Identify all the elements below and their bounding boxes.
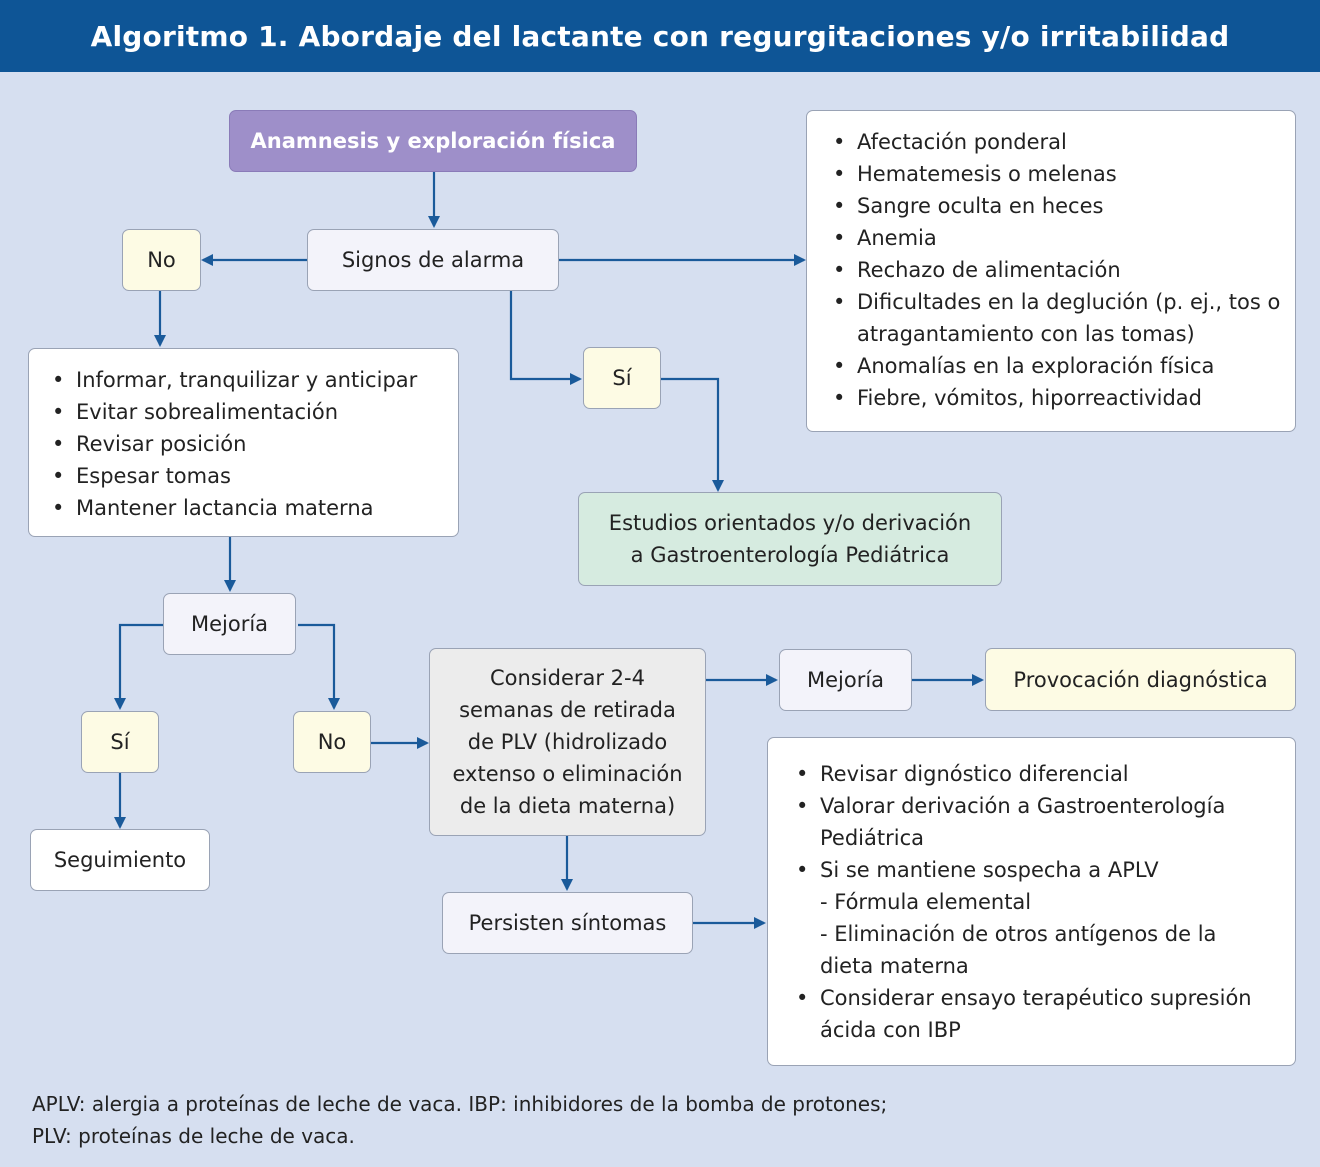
arrow-mejoria-no bbox=[298, 623, 340, 710]
measure-item: Espesar tomas bbox=[48, 460, 448, 492]
next-steps-list: Revisar dignóstico diferencial Valorar d… bbox=[792, 758, 1285, 1046]
next-step-item: Considerar ensayo terapéutico supresión bbox=[792, 982, 1285, 1014]
improvement-left-box: Mejoría bbox=[163, 593, 296, 655]
arrow-si-estudios bbox=[661, 377, 724, 492]
next-steps-box: Revisar dignóstico diferencial Valorar d… bbox=[767, 737, 1296, 1066]
studies-referral-box: Estudios orientados y/o derivación a Gas… bbox=[578, 492, 1002, 586]
no-top-label: No bbox=[147, 248, 176, 272]
measure-item: Evitar sobrealimentación bbox=[48, 396, 448, 428]
measure-item: Informar, tranquilizar y anticipar bbox=[48, 364, 448, 396]
footnote-line-1: APLV: alergia a proteínas de leche de va… bbox=[32, 1092, 888, 1116]
alarm-sign-item: Fiebre, vómitos, hiporreactividad bbox=[829, 382, 1283, 414]
diagnostic-challenge-label: Provocación diagnóstica bbox=[1013, 667, 1268, 692]
next-step-continuation: ácida con IBP bbox=[820, 1018, 961, 1042]
consider-line: de PLV (hidrolizado bbox=[467, 730, 668, 754]
next-step-subitem: - Eliminación de otros antígenos de la bbox=[820, 922, 1217, 946]
consider-line: Considerar 2-4 bbox=[490, 666, 645, 690]
next-step-item: Valorar derivación a Gastroenterología bbox=[792, 790, 1285, 822]
si-top-label: Sí bbox=[612, 366, 632, 390]
alarm-sign-item: Anemia bbox=[829, 222, 1283, 254]
improvement-left-label: Mejoría bbox=[190, 612, 269, 636]
no-left-box: No bbox=[293, 711, 371, 773]
consider-line: semanas de retirada bbox=[459, 698, 676, 722]
measure-item: Revisar posición bbox=[48, 428, 448, 460]
alarm-sign-item: Afectación ponderal bbox=[829, 126, 1283, 158]
arrow-mejoria-si bbox=[114, 623, 163, 710]
improvement-right-label: Mejoría bbox=[806, 668, 885, 692]
alarm-sign-item: Hematemesis o melenas bbox=[829, 158, 1283, 190]
alarm-sign-item: Rechazo de alimentación bbox=[829, 254, 1283, 286]
alarm-sign-item: Sangre oculta en heces bbox=[829, 190, 1283, 222]
initial-measures-list: Informar, tranquilizar y anticipar Evita… bbox=[48, 364, 448, 524]
footnote: APLV: alergia a proteínas de leche de va… bbox=[32, 1088, 887, 1152]
si-top-box: Sí bbox=[583, 347, 661, 409]
diagnostic-challenge-box: Provocación diagnóstica bbox=[985, 648, 1296, 711]
no-left-label: No bbox=[317, 730, 347, 754]
no-top-box: No bbox=[122, 229, 201, 291]
improvement-right-box: Mejoría bbox=[779, 649, 912, 711]
footnote-line-2: PLV: proteínas de leche de vaca. bbox=[32, 1124, 355, 1148]
followup-label: Seguimiento bbox=[53, 848, 187, 872]
consider-line: extenso o eliminación bbox=[452, 762, 683, 786]
studies-line-2: a Gastroenterología Pediátrica bbox=[630, 543, 950, 567]
alarm-signs-question-box: Signos de alarma bbox=[307, 229, 559, 291]
arrow-signos-si bbox=[509, 291, 582, 385]
alarm-signs-list-box: Afectación ponderal Hematemesis o melena… bbox=[806, 110, 1296, 432]
next-step-continuation: dieta materna bbox=[820, 954, 969, 978]
followup-box: Seguimiento bbox=[30, 829, 210, 891]
measure-item: Mantener lactancia materna bbox=[48, 492, 448, 524]
persistent-symptoms-label: Persisten síntomas bbox=[468, 911, 667, 935]
diagram-title: Algoritmo 1. Abordaje del lactante con r… bbox=[0, 0, 1320, 72]
alarm-signs-list: Afectación ponderal Hematemesis o melena… bbox=[829, 126, 1283, 414]
alarm-sign-item: Anomalías en la exploración física bbox=[829, 350, 1283, 382]
si-left-label: Sí bbox=[110, 730, 130, 754]
persistent-symptoms-box: Persisten síntomas bbox=[442, 892, 693, 954]
next-step-item: Si se mantiene sospecha a APLV bbox=[792, 854, 1285, 886]
initial-measures-box: Informar, tranquilizar y anticipar Evita… bbox=[28, 348, 459, 537]
si-left-box: Sí bbox=[81, 711, 159, 773]
studies-line-1: Estudios orientados y/o derivación bbox=[608, 511, 972, 535]
next-step-subitem: - Fórmula elemental bbox=[820, 890, 1032, 914]
consider-withdrawal-box: Considerar 2-4 semanas de retirada de PL… bbox=[429, 648, 706, 836]
anamnesis-label: Anamnesis y exploración física bbox=[250, 129, 616, 153]
next-step-continuation: Pediátrica bbox=[820, 826, 924, 850]
next-step-item: Revisar dignóstico diferencial bbox=[792, 758, 1285, 790]
consider-line: de la dieta materna) bbox=[459, 794, 676, 818]
alarm-signs-question-label: Signos de alarma bbox=[341, 248, 525, 272]
alarm-sign-item: Dificultades en la deglución (p. ej., to… bbox=[829, 286, 1283, 350]
anamnesis-box: Anamnesis y exploración física bbox=[229, 110, 637, 172]
